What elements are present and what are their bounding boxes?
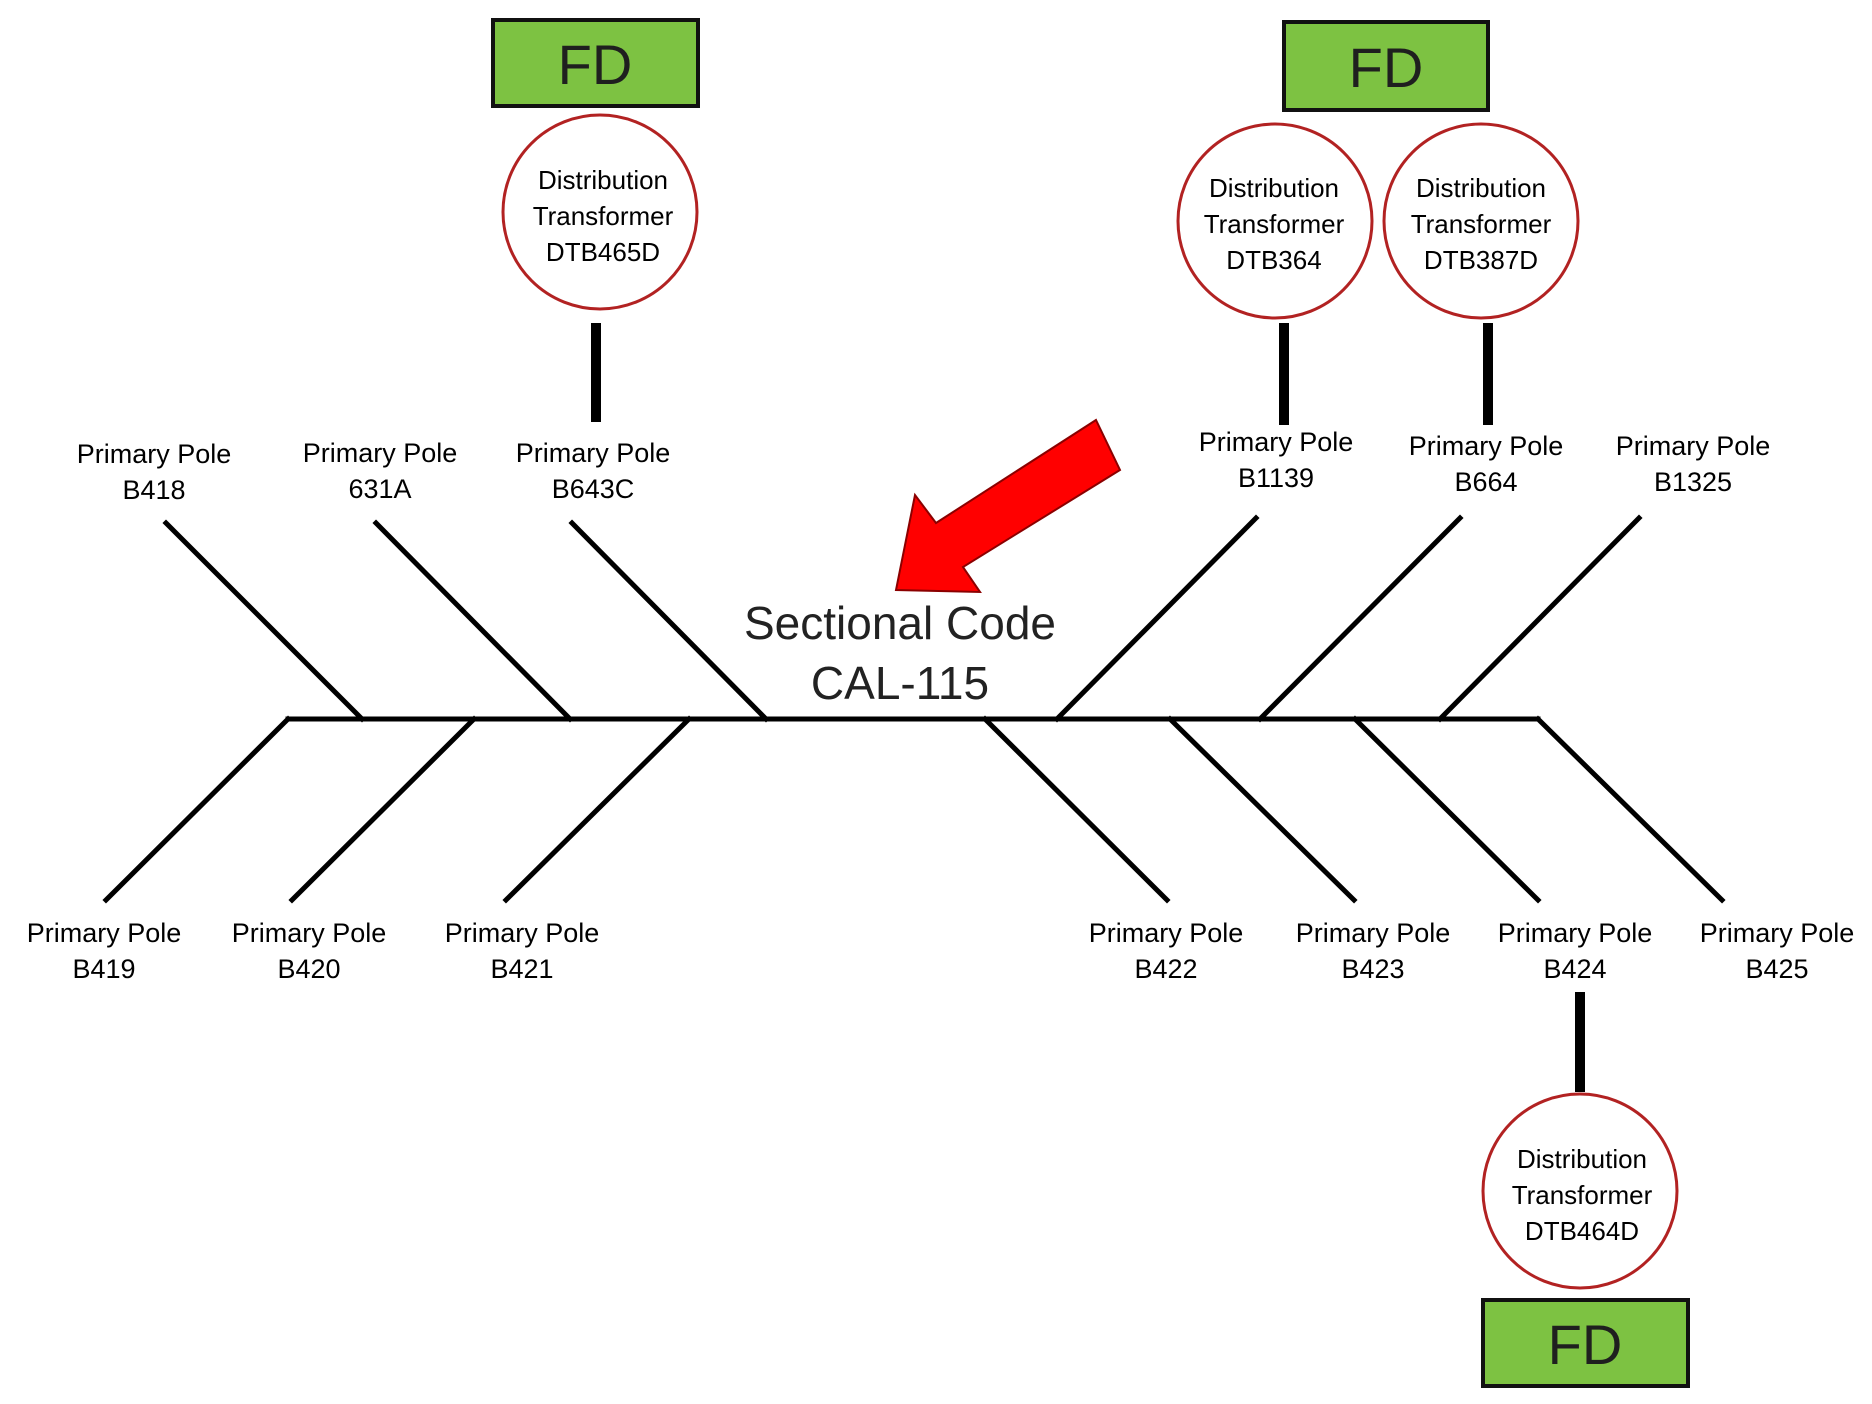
pole-label-id: B1325	[1654, 467, 1732, 497]
fd-label: FD	[558, 33, 633, 96]
branch-b424	[1351, 715, 1542, 904]
pole-label-id: B418	[122, 475, 185, 505]
transformer-line2: Transformer	[1411, 209, 1552, 239]
branch-b422	[981, 715, 1171, 904]
pole-label-id: 631A	[348, 474, 411, 504]
pole-label-line1: Primary Pole	[77, 439, 232, 469]
pole-label-b422: Primary Pole B422	[1089, 918, 1244, 984]
pole-label-id: B419	[72, 954, 135, 984]
fd-box-2: FD	[1282, 20, 1490, 112]
transformer-line2: Transformer	[1204, 209, 1345, 239]
pole-label-id: B422	[1134, 954, 1197, 984]
sectional-code-title: Sectional Code	[744, 597, 1056, 649]
branch-b425	[1534, 715, 1726, 904]
pole-label-id: B421	[490, 954, 553, 984]
transformer-line2: Transformer	[533, 201, 674, 231]
pole-label-line1: Primary Pole	[445, 918, 600, 948]
transformer-line1: Distribution	[1517, 1144, 1647, 1174]
pole-label-id: B420	[277, 954, 340, 984]
pole-label-line1: Primary Pole	[1296, 918, 1451, 948]
fd-label: FD	[1349, 36, 1424, 99]
arrow-icon	[894, 418, 1122, 594]
pole-label-631a: Primary Pole 631A	[303, 438, 458, 504]
pole-label-line1: Primary Pole	[303, 438, 458, 468]
branch-b664	[1256, 514, 1464, 723]
pole-label-id: B425	[1745, 954, 1808, 984]
pole-label-id: B664	[1454, 467, 1517, 497]
pole-label-b643c: Primary Pole B643C	[516, 438, 671, 504]
branch-b418	[162, 519, 366, 723]
branch-631a	[372, 519, 574, 723]
sectional-code-value: CAL-115	[811, 657, 989, 709]
pole-label-b425: Primary Pole B425	[1700, 918, 1855, 984]
branch-b423	[1166, 715, 1358, 904]
branch-b643c	[568, 519, 770, 723]
pole-label-b421: Primary Pole B421	[445, 918, 600, 984]
pole-label-line1: Primary Pole	[516, 438, 671, 468]
pole-label-id: B1139	[1238, 463, 1314, 493]
transformer-id: DTB387D	[1424, 245, 1538, 275]
pole-label-line1: Primary Pole	[1700, 918, 1855, 948]
pole-label-b664: Primary Pole B664	[1409, 431, 1564, 497]
transformer-dtb464d: Distribution Transformer DTB464D	[1481, 1092, 1679, 1290]
branch-b1139	[1053, 514, 1260, 723]
pole-label-line1: Primary Pole	[1199, 427, 1354, 457]
pole-label-b1325: Primary Pole B1325	[1616, 431, 1771, 497]
pole-label-line1: Primary Pole	[1616, 431, 1771, 461]
pole-label-id: B424	[1543, 954, 1606, 984]
pole-label-b423: Primary Pole B423	[1296, 918, 1451, 984]
transformer-dtb364: Distribution Transformer DTB364	[1176, 122, 1374, 320]
pole-label-line1: Primary Pole	[232, 918, 387, 948]
pole-label-line1: Primary Pole	[1498, 918, 1653, 948]
transformer-id: DTB464D	[1525, 1216, 1639, 1246]
pole-label-b418: Primary Pole B418	[77, 439, 232, 505]
sectional-code-label: Sectional Code CAL-115	[744, 597, 1056, 709]
branch-b1325	[1436, 514, 1643, 723]
branch-b421	[502, 715, 693, 904]
pole-label-line1: Primary Pole	[1089, 918, 1244, 948]
transformer-line1: Distribution	[1416, 173, 1546, 203]
transformer-id: DTB364	[1226, 245, 1321, 275]
pole-label-id: B643C	[552, 474, 635, 504]
transformer-line1: Distribution	[1209, 173, 1339, 203]
pole-label-b420: Primary Pole B420	[232, 918, 387, 984]
transformer-line2: Transformer	[1512, 1180, 1653, 1210]
pole-label-line1: Primary Pole	[27, 918, 182, 948]
pole-label-b1139: Primary Pole B1139	[1199, 427, 1354, 493]
transformer-dtb387d: Distribution Transformer DTB387D	[1382, 122, 1580, 320]
transformer-id: DTB465D	[546, 237, 660, 267]
transformer-dtb465d: Distribution Transformer DTB465D	[501, 113, 699, 311]
fd-label: FD	[1548, 1313, 1623, 1376]
fd-box-3: FD	[1481, 1298, 1690, 1388]
pole-label-b424: Primary Pole B424	[1498, 918, 1653, 984]
pole-label-id: B423	[1341, 954, 1404, 984]
transformer-line1: Distribution	[538, 165, 668, 195]
branch-b419	[102, 715, 292, 904]
pole-label-b419: Primary Pole B419	[27, 918, 182, 984]
fd-box-1: FD	[491, 18, 700, 108]
pole-label-line1: Primary Pole	[1409, 431, 1564, 461]
branch-b420	[288, 715, 478, 904]
